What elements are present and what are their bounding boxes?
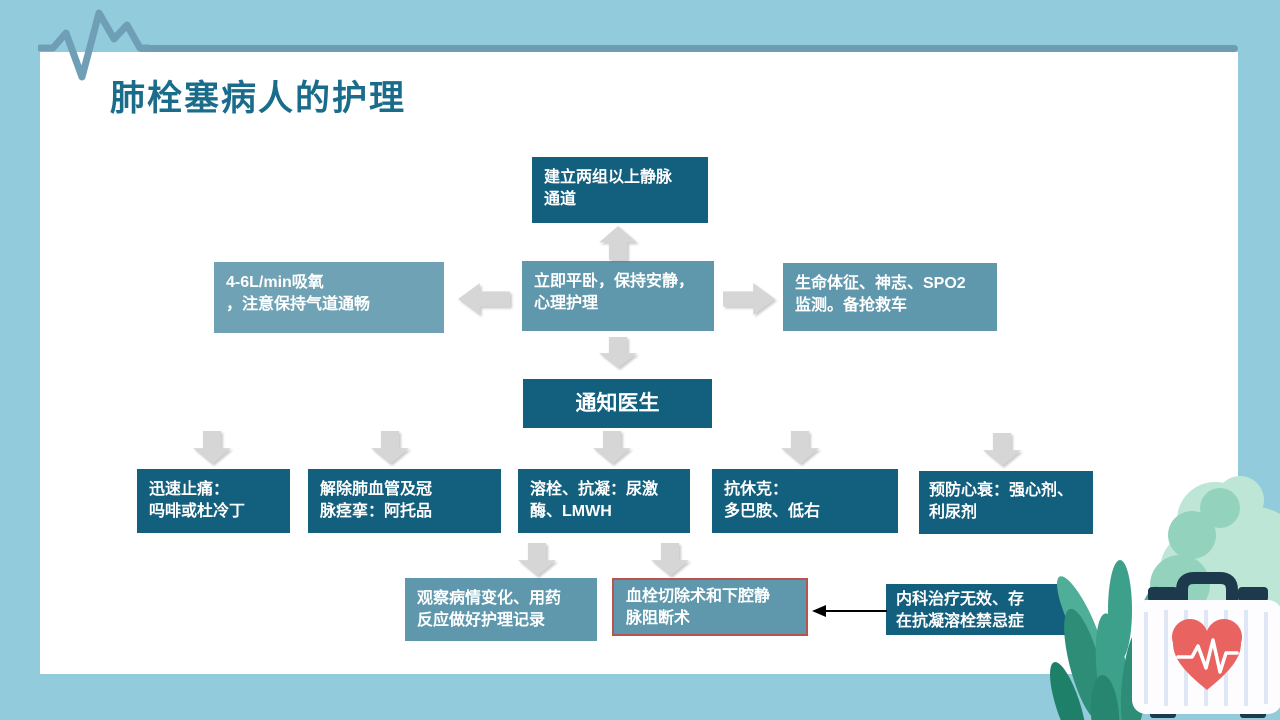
node-oxygen: 4-6L/min吸氧 ，注意保持气道通畅 [214,262,444,333]
node-rest-calm: 立即平卧，保持安静， 心理护理 [522,261,714,331]
node-observation: 观察病情变化、用药 反应做好护理记录 [405,578,597,641]
arrow-up-icon [599,226,637,260]
node-heart-failure-prevention: 预防心衰：强心剂、 利尿剂 [919,471,1093,534]
node-notify-doctor: 通知医生 [523,379,712,428]
first-aid-kit-icon [1132,572,1280,718]
arrow-down-icon [371,431,409,464]
arrow-down-icon [518,543,556,576]
ecg-heartbeat-line-icon [38,9,150,81]
arrow-down-icon [983,433,1021,466]
node-surgery: 血栓切除术和下腔静 脉阻断术 [612,578,808,636]
header-divider-line [140,45,1238,52]
node-monitoring: 生命体征、神志、SPO2 监测。备抢救车 [783,263,997,331]
node-antispasm: 解除肺血管及冠 脉痉挛：阿托品 [308,469,501,533]
heart-pulse-icon [1171,618,1243,690]
page-title: 肺栓塞病人的护理 [110,79,407,118]
node-antishock: 抗休克： 多巴胺、低右 [712,469,898,533]
arrow-down-icon [599,337,637,368]
content-panel [40,52,1238,674]
arrow-down-icon [593,431,631,464]
arrow-down-icon [781,431,819,464]
arrow-right-icon [723,283,775,315]
arrow-down-icon [651,543,689,576]
node-pain-relief: 迅速止痛： 吗啡或杜冷丁 [137,469,290,533]
node-thrombolysis: 溶栓、抗凝：尿激 酶、LMWH [518,469,690,533]
node-iv-access: 建立两组以上静脉 通道 [532,157,708,223]
decoration-illustration [1050,476,1280,720]
arrow-left-black-icon [812,605,887,617]
arrow-down-icon [193,431,231,464]
node-medical-failure: 内科治疗无效、存 在抗凝溶栓禁忌症 [886,584,1071,635]
arrow-left-icon [458,283,510,315]
